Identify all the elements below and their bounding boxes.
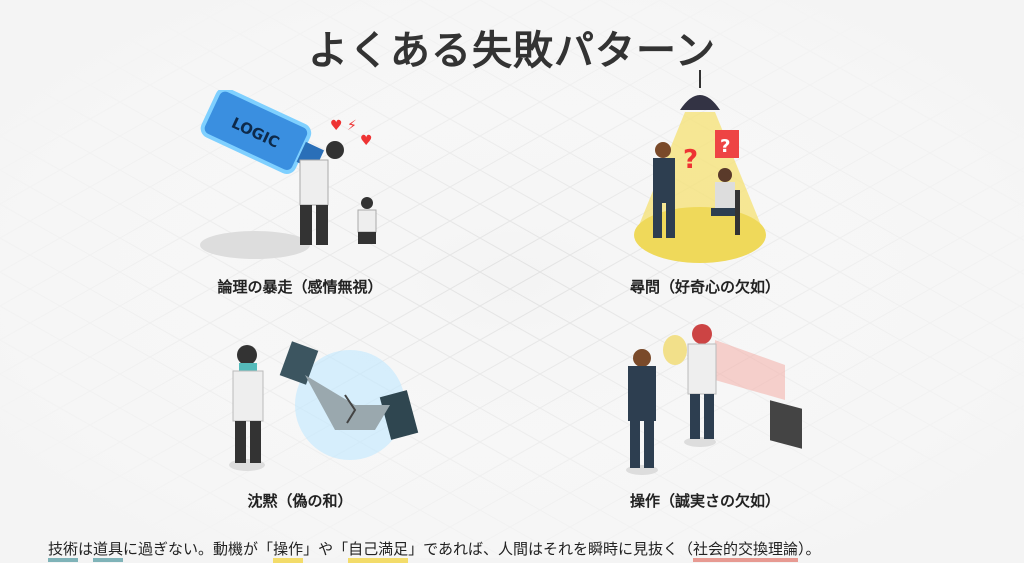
footer-caption: 技術は道具に過ぎない。動機が「操作」や「自己満足」であれば、人間はそれを瞬時に見… bbox=[48, 538, 821, 563]
svg-text:♥ ⚡: ♥ ⚡ bbox=[330, 118, 357, 134]
footer-text: 」であれば、人間はそれを瞬時に見抜く（ bbox=[408, 540, 693, 558]
highlight-self-satisfaction: 自己満足 bbox=[348, 540, 409, 563]
interrogation-illustration: ? ? bbox=[634, 70, 766, 263]
highlight-tool: 道具 bbox=[93, 540, 124, 562]
manipulation-illustration bbox=[626, 324, 802, 475]
svg-text:♥: ♥ bbox=[360, 133, 373, 149]
highlight-technique: 技術 bbox=[48, 540, 79, 562]
logic-bottle-illustration: LOGIC ♥ ⚡ ♥ bbox=[200, 90, 377, 259]
footer-text: に過ぎない。動機が「 bbox=[123, 540, 274, 558]
svg-text:?: ? bbox=[683, 145, 698, 175]
highlight-social-exchange-theory: 社会的交換理論 bbox=[692, 540, 798, 562]
footer-text: ）。 bbox=[797, 540, 821, 558]
footer-text: 」や「 bbox=[303, 540, 349, 558]
footer-text: は bbox=[78, 540, 94, 558]
pattern-label-manipulation: 操作（誠実さの欠如） bbox=[629, 492, 780, 510]
page-title: よくある失敗パターン bbox=[308, 28, 716, 74]
pattern-label-interrogation: 尋問（好奇心の欠如） bbox=[629, 278, 780, 296]
pattern-label-silence: 沈黙（偽の和） bbox=[247, 492, 353, 510]
pattern-label-logic-runaway: 論理の暴走（感情無視） bbox=[217, 278, 383, 296]
highlight-manipulation: 操作 bbox=[273, 540, 304, 563]
svg-text:?: ? bbox=[720, 136, 730, 157]
broken-handshake-illustration bbox=[229, 341, 419, 471]
